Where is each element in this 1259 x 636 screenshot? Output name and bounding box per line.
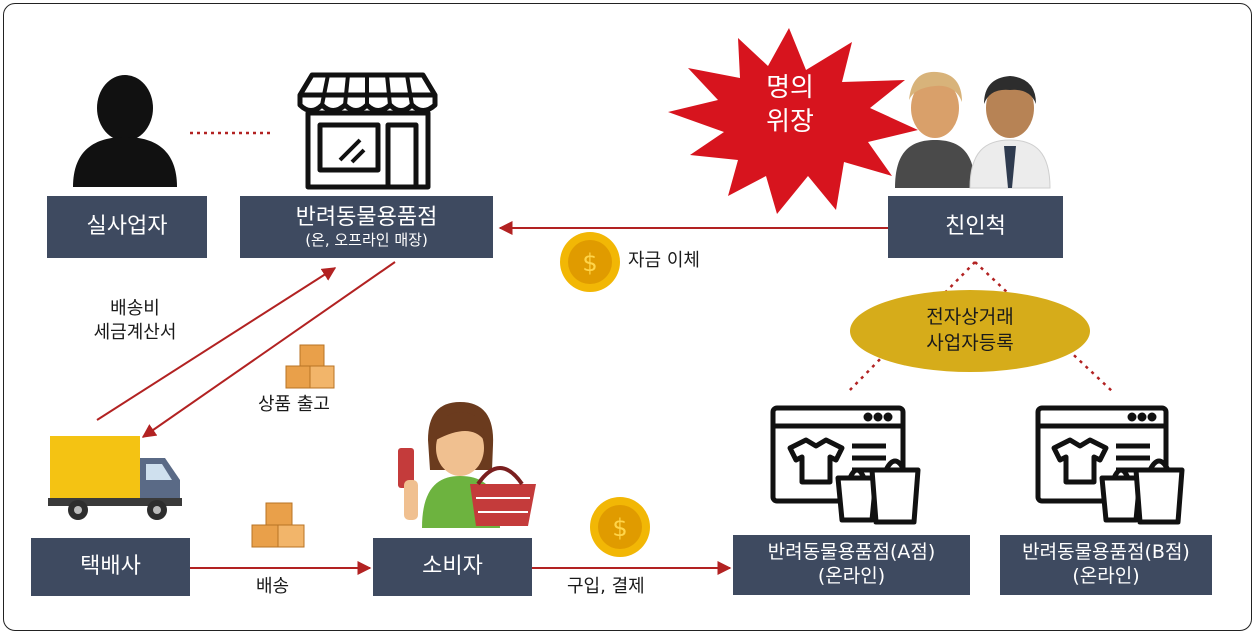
ellipse-line1: 전자상거래 [926, 306, 1014, 329]
svg-text:$: $ [612, 514, 627, 542]
online-shop-icon [770, 405, 921, 525]
label-delivery: 배송 [256, 576, 290, 597]
ellipse-line2: 사업자등록 [926, 332, 1014, 354]
node-pet-store: 반려동물용품점 (온, 오프라인 매장) [240, 196, 493, 258]
node-consumer-label: 소비자 [422, 554, 483, 580]
box-stack-icon [251, 502, 305, 548]
label-product-release: 상품 출고 [258, 394, 330, 415]
node-pet-store-title: 반려동물용품점 [295, 204, 438, 230]
label-purchase-payment: 구입, 결제 [567, 576, 645, 597]
node-relative: 친인척 [888, 196, 1063, 258]
svg-text:$: $ [582, 249, 597, 277]
node-consumer: 소비자 [373, 538, 532, 596]
truck-icon [48, 436, 182, 520]
label-shipping-fee: 배송비 세금계산서 [75, 297, 195, 346]
node-store-b: 반려동물용품점(B점) (온라인) [1000, 535, 1212, 595]
storefront-icon [297, 72, 438, 190]
node-pet-store-sub: (온, 오프라인 매장) [305, 231, 428, 250]
coin-icon: $ [560, 232, 620, 292]
burst-line1: 명의 [766, 73, 814, 103]
label-shipping-fee-line2: 세금계산서 [93, 322, 177, 344]
label-fund-transfer: 자금 이체 [628, 250, 700, 271]
person-silhouette-icon [73, 75, 177, 187]
arrow-courier-to-store [96, 267, 337, 421]
burst-line2: 위장 [766, 106, 814, 137]
couple-icon [895, 71, 1051, 189]
node-relative-label: 친인척 [945, 214, 1006, 240]
burst-text: 명의 위장 [735, 72, 845, 140]
node-real-operator: 실사업자 [47, 196, 207, 258]
online-shop-icon [1035, 405, 1185, 525]
node-store-a-sub: (온라인) [817, 565, 886, 587]
node-courier-label: 택배사 [80, 554, 141, 580]
node-store-b-title: 반려동물용품점(B점) [1022, 541, 1190, 564]
label-shipping-fee-line1: 배송비 [110, 298, 160, 319]
coin-icon: $ [590, 497, 650, 557]
box-stack-icon [285, 344, 335, 389]
node-store-a-title: 반려동물용품점(A점) [767, 541, 936, 564]
shopper-icon [398, 402, 536, 528]
node-real-operator-label: 실사업자 [86, 214, 168, 240]
node-store-a: 반려동물용품점(A점) (온라인) [733, 535, 970, 595]
ecommerce-registration-ellipse: 전자상거래 사업자등록 [850, 290, 1090, 372]
arrow-store-to-courier [141, 261, 396, 438]
node-store-b-sub: (온라인) [1072, 565, 1140, 587]
node-courier: 택배사 [31, 538, 190, 596]
diagram-frame [3, 3, 1252, 631]
burst-shape [668, 28, 918, 214]
